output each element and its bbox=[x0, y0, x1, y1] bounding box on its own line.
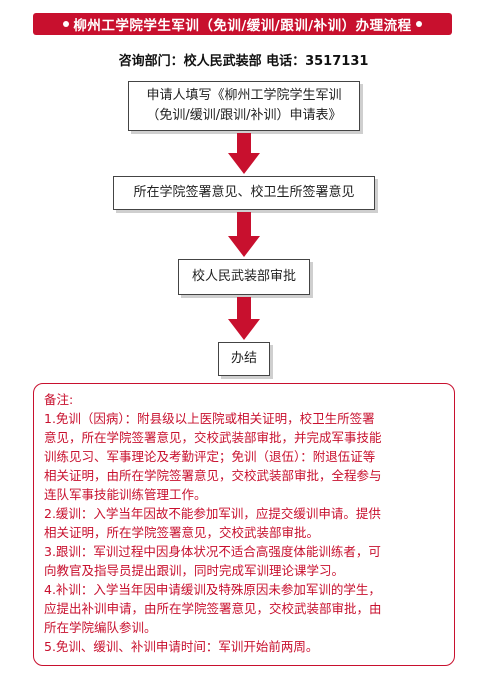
down-arrow-icon bbox=[228, 212, 260, 257]
bullet-dot-icon bbox=[415, 21, 422, 27]
notes-line: 5.免训、缓训、补训申请时间：军训开始前两周。 bbox=[44, 639, 319, 654]
flow-step-college-review: 所在学院签署意见、校卫生所签署意见 bbox=[113, 176, 375, 210]
flow-step-apply: 申请人填写《柳州工学院学生军训 （免训/缓训/跟训/补训）申请表》 bbox=[128, 81, 360, 131]
flow-step-armed-dept-approval: 校人民武装部审批 bbox=[178, 259, 310, 295]
notes-line: 4.补训：入学当年因申请缓训及特殊原因未参加军训的学生， bbox=[44, 582, 381, 597]
flow-step-apply-line1: 申请人填写《柳州工学院学生军训 bbox=[146, 88, 342, 103]
title-banner: 柳州工学院学生军训（免训/缓训/跟训/补训）办理流程 bbox=[33, 13, 452, 35]
notes-line: 所在学院编队参训。 bbox=[44, 620, 157, 635]
contact-info: 咨询部门：校人民武装部 电话：3517131 bbox=[118, 54, 369, 69]
flow-step-complete: 办结 bbox=[218, 342, 270, 376]
notes-heading: 备注: bbox=[44, 392, 74, 407]
notes-line: 相关证明，所在学院签署意见，交校武装部审批。 bbox=[44, 525, 320, 540]
flow-step-complete-label: 办结 bbox=[230, 351, 257, 366]
notes-panel: 备注: 1.免训（因病）：附县级以上医院或相关证明，校卫生所签署 意见，所在学院… bbox=[33, 383, 455, 666]
notes-line: 2.缓训：入学当年因故不能参加军训，应提交缓训申请。提供 bbox=[44, 506, 381, 521]
notes-line: 应提出补训申请，由所在学院签署意见，交校武装部审批，由 bbox=[44, 601, 382, 616]
down-arrow-icon bbox=[228, 133, 260, 174]
notes-line: 连队军事技能训练管理工作。 bbox=[44, 487, 207, 502]
flow-step-college-review-label: 所在学院签署意见、校卫生所签署意见 bbox=[133, 185, 355, 200]
notes-line: 意见，所在学院签署意见，交校武装部审批，并完成军事技能 bbox=[44, 430, 382, 445]
notes-line: 3.跟训：军训过程中因身体状况不适合高强度体能训练者，可 bbox=[44, 544, 381, 559]
notes-line: 相关证明，由所在学院签署意见，交校武装部审批，全程参与 bbox=[44, 468, 382, 483]
notes-line: 1.免训（因病）：附县级以上医院或相关证明，校卫生所签署 bbox=[44, 411, 375, 426]
notes-line: 训练见习、军事理论及考勤评定；免训（退伍）：附退伍证等 bbox=[44, 449, 376, 464]
flow-step-armed-dept-approval-label: 校人民武装部审批 bbox=[191, 269, 296, 284]
bullet-dot-icon bbox=[63, 21, 70, 27]
flow-step-apply-line2: （免训/缓训/跟训/补训）申请表》 bbox=[146, 108, 342, 123]
down-arrow-icon bbox=[228, 297, 260, 340]
page-title: 柳州工学院学生军训（免训/缓训/跟训/补训）办理流程 bbox=[73, 18, 412, 34]
notes-line: 向教官及指导员提出跟训，同时完成军训理论课学习。 bbox=[44, 563, 345, 578]
